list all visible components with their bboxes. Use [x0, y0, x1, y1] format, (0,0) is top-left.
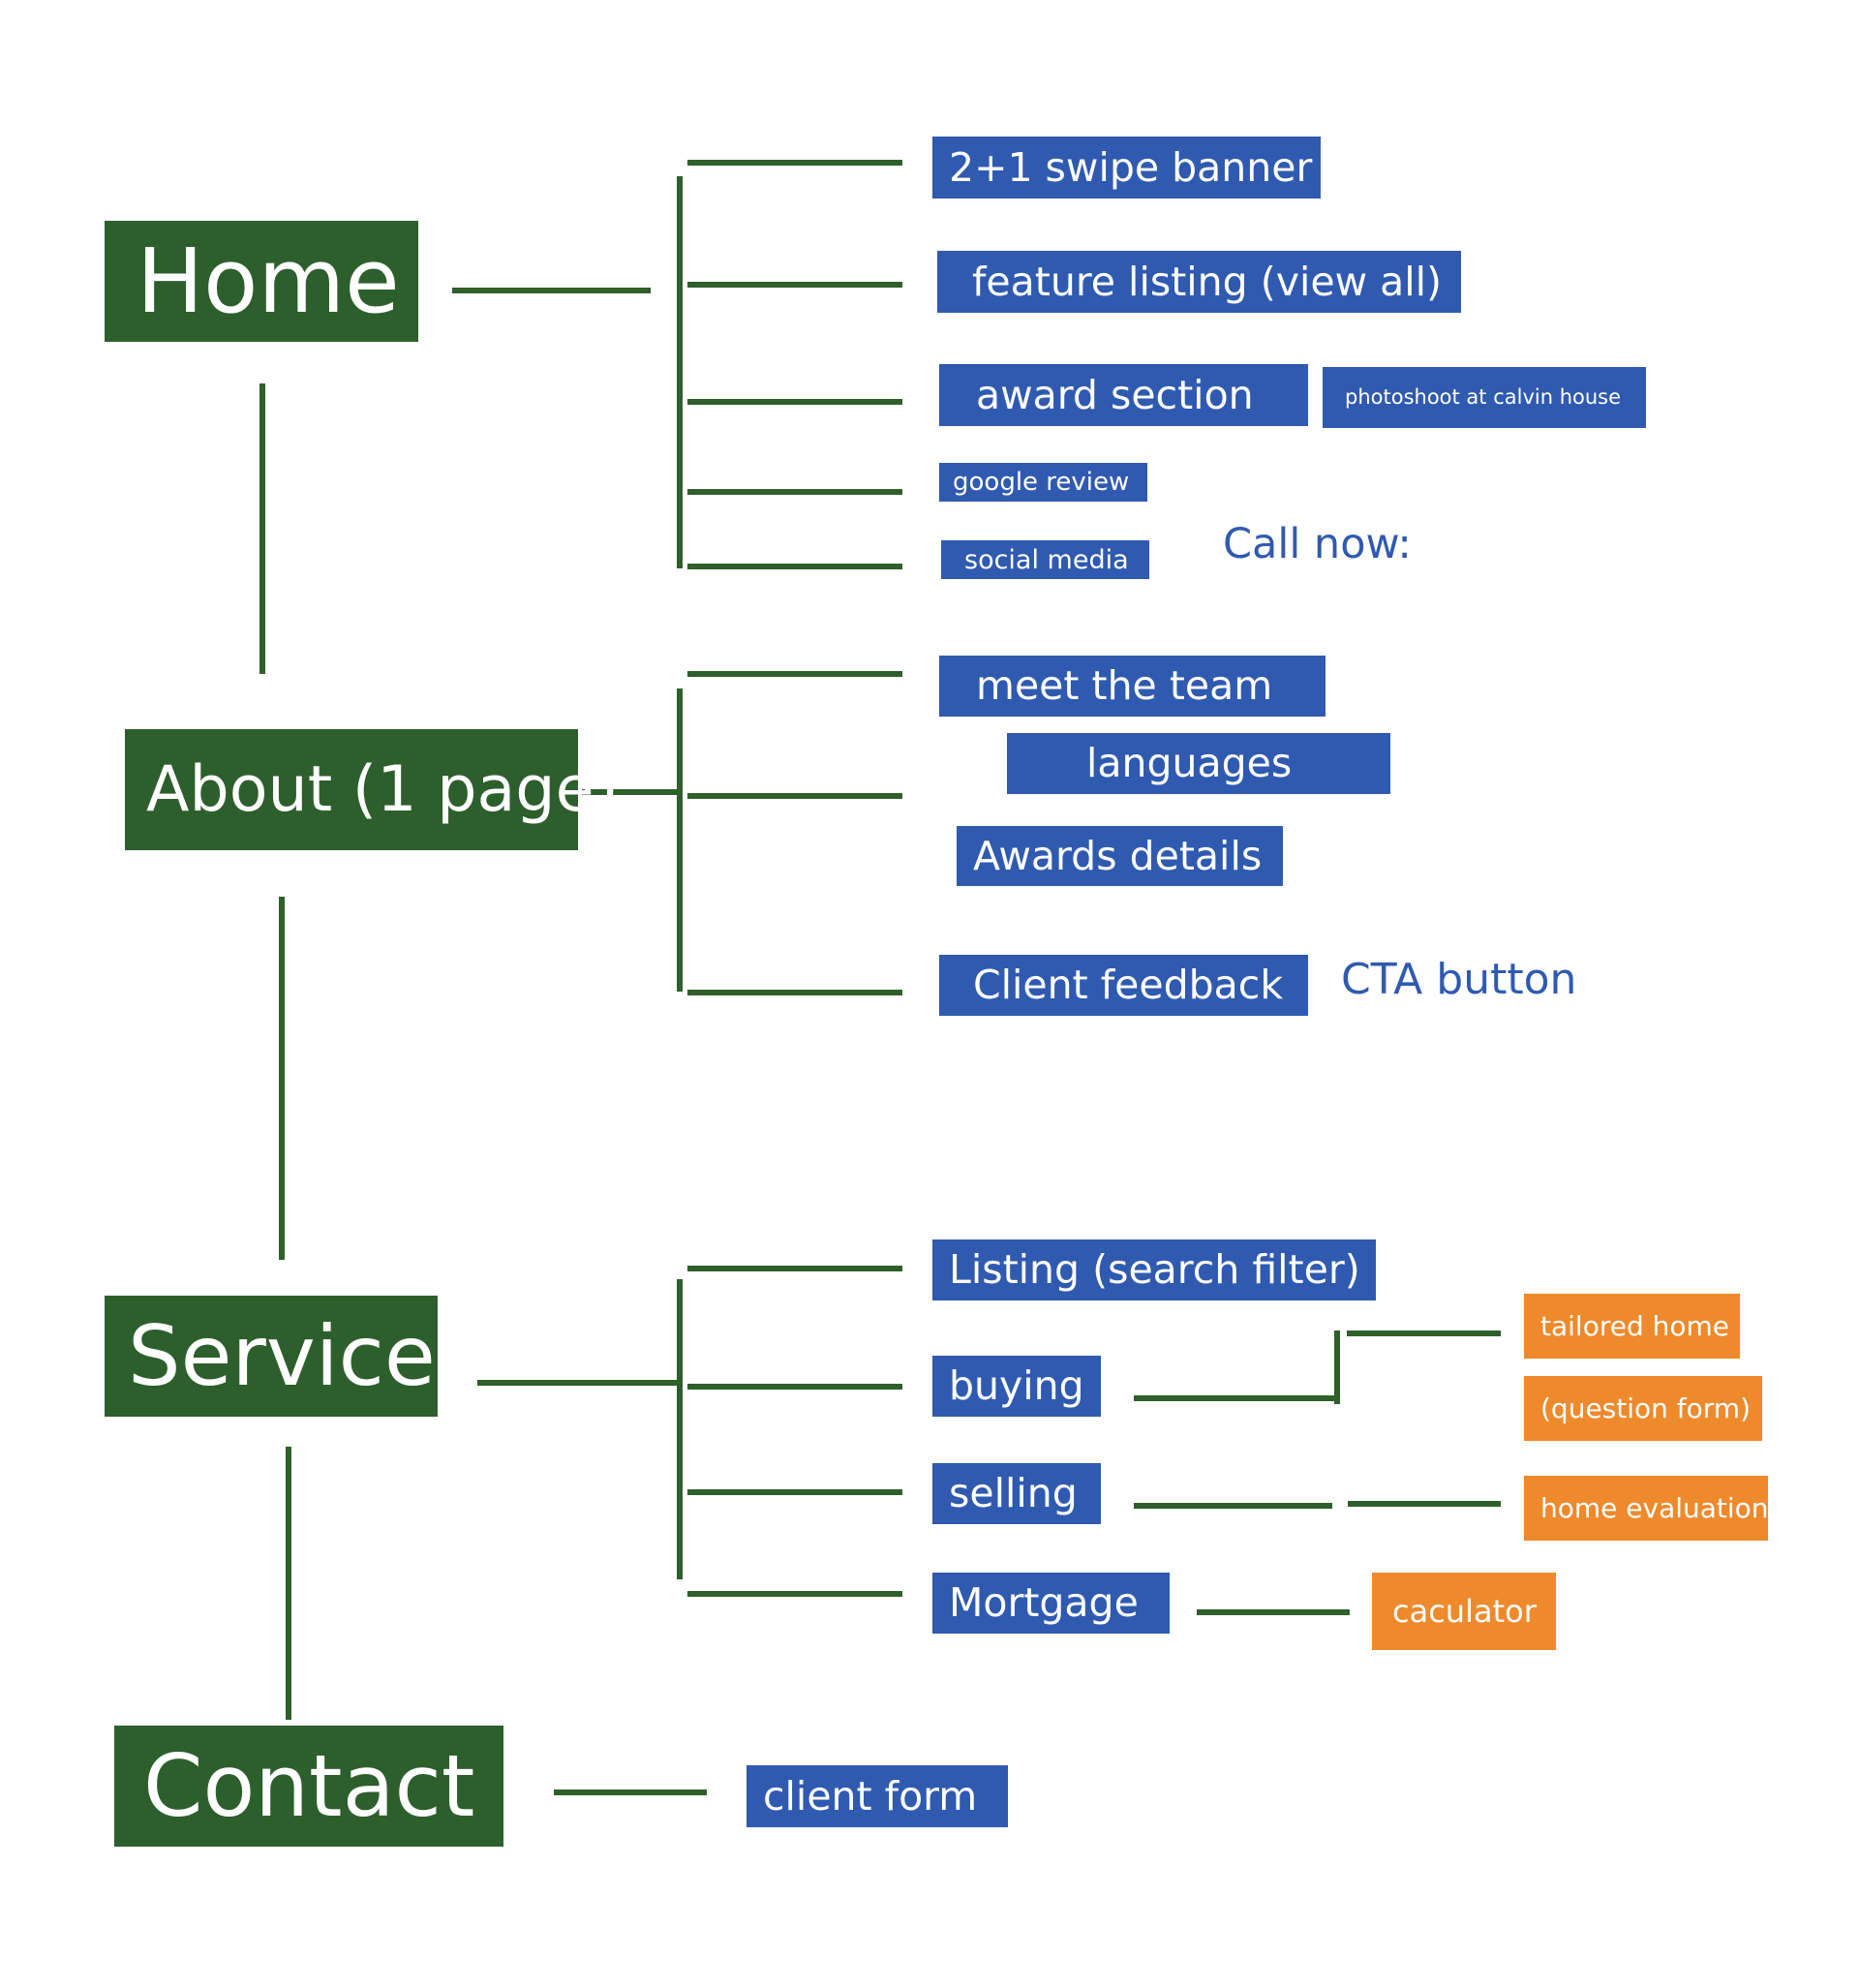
item-home-evaluation: home evaluation — [1524, 1476, 1769, 1541]
node-about: About (1 page) — [125, 729, 619, 850]
node-about-label: About (1 page) — [146, 753, 619, 826]
item-swipe-banner: 2+1 swipe banner — [932, 137, 1321, 199]
node-service-label: Service — [128, 1307, 436, 1405]
item-feature-listing-label: feature listing (view all) — [972, 258, 1443, 305]
note-call-now-label: Call now: — [1223, 520, 1412, 568]
item-mortgage-label: Mortgage — [949, 1579, 1139, 1626]
item-awards-details: Awards details — [957, 826, 1283, 886]
item-awards-details-label: Awards details — [973, 832, 1263, 879]
item-selling: selling — [932, 1463, 1101, 1524]
note-cta-button-label: CTA button — [1341, 955, 1577, 1004]
item-client-feedback-label: Client feedback — [973, 962, 1284, 1008]
item-languages-label: languages — [1086, 740, 1293, 786]
item-photoshoot-label: photoshoot at calvin house — [1345, 385, 1622, 409]
item-meet-team: meet the team — [939, 656, 1326, 717]
item-tailored-home: tailored home — [1524, 1294, 1740, 1359]
item-social-media: social media — [941, 540, 1149, 579]
item-listing-label: Listing (search filter) — [949, 1246, 1360, 1293]
item-social-media-label: social media — [964, 544, 1129, 575]
item-mortgage: Mortgage — [932, 1573, 1170, 1634]
item-tailored-home-label: tailored home — [1540, 1309, 1730, 1342]
item-client-form-label: client form — [763, 1772, 978, 1820]
node-home: Home — [105, 221, 418, 342]
node-contact: Contact — [114, 1726, 503, 1847]
item-languages: languages — [1007, 733, 1390, 794]
item-photoshoot: photoshoot at calvin house — [1323, 367, 1646, 428]
item-calculator: caculator — [1372, 1573, 1556, 1650]
item-question-form-label: (question form) — [1540, 1392, 1751, 1424]
node-home-label: Home — [137, 229, 400, 333]
item-question-form: (question form) — [1524, 1376, 1762, 1441]
item-google-review-label: google review — [953, 468, 1130, 497]
item-buying: buying — [932, 1356, 1101, 1417]
item-swipe-banner-label: 2+1 swipe banner — [949, 143, 1313, 191]
item-calculator-label: caculator — [1392, 1593, 1537, 1630]
item-award-section: award section — [939, 364, 1308, 426]
item-feature-listing: feature listing (view all) — [937, 251, 1461, 313]
note-call-now: Call now: — [1223, 524, 1412, 566]
item-client-feedback: Client feedback — [939, 955, 1308, 1016]
item-google-review: google review — [939, 463, 1147, 502]
item-meet-team-label: meet the team — [976, 662, 1273, 709]
item-client-form: client form — [747, 1765, 1008, 1827]
note-cta-button: CTA button — [1341, 959, 1576, 1001]
node-service: Service — [105, 1296, 438, 1417]
item-listing: Listing (search filter) — [932, 1239, 1376, 1300]
item-home-evaluation-label: home evaluation — [1540, 1491, 1769, 1524]
item-award-section-label: award section — [976, 371, 1254, 418]
item-selling-label: selling — [949, 1470, 1078, 1516]
item-buying-label: buying — [949, 1362, 1084, 1409]
node-contact-label: Contact — [143, 1735, 475, 1836]
